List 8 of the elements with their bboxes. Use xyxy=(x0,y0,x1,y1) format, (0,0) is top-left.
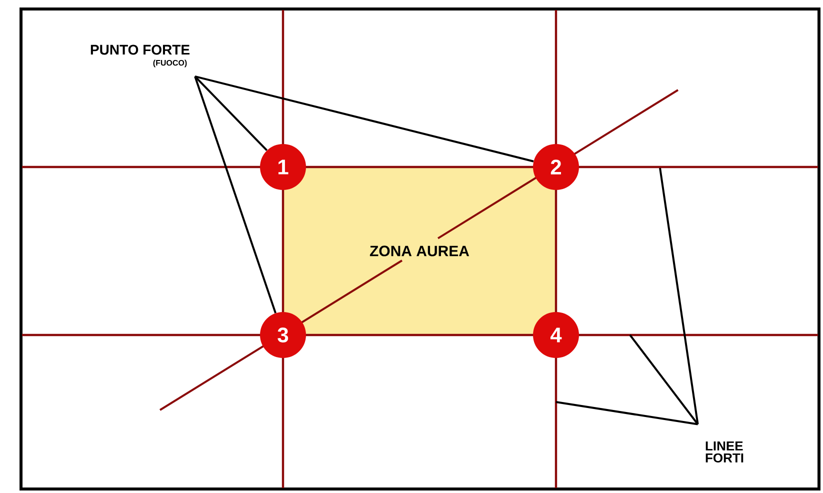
leader-line xyxy=(629,334,699,425)
leader-line xyxy=(194,76,268,152)
leader-line xyxy=(659,168,699,424)
leader-line xyxy=(556,401,698,426)
leader-line xyxy=(194,76,276,314)
callout-text: LINEE FORTI xyxy=(706,441,744,463)
callout-text: PUNTO FORTE (FUOCO) xyxy=(90,44,190,68)
leader-line xyxy=(194,75,534,162)
